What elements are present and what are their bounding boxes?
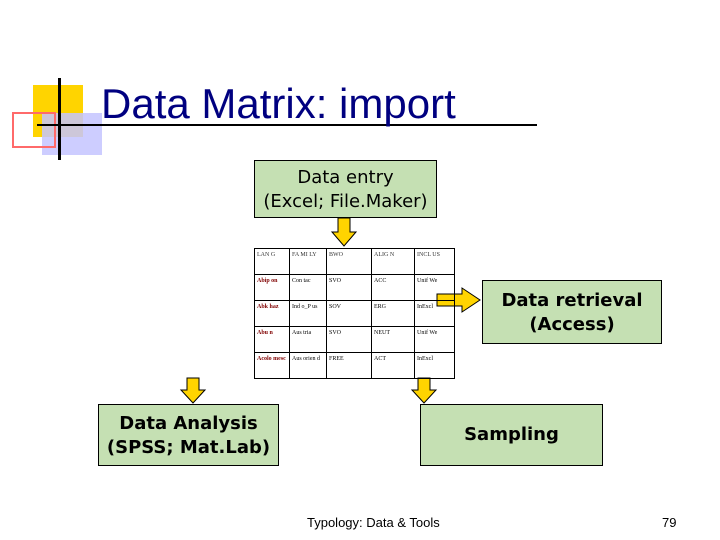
- matrix-row: Abk haz Ind o_P us SOV ERG InExcl: [254, 300, 455, 327]
- matrix-cell: Con tac: [289, 274, 327, 301]
- matrix-cell: NEUT: [371, 326, 415, 353]
- data-matrix-table: LAN G FA MI LY BWO ALIG N INCL US Abip o…: [254, 248, 455, 379]
- logo-red-square: [12, 112, 56, 148]
- data-analysis-tools: (SPSS; Mat.Lab): [106, 437, 271, 458]
- slide-title: Data Matrix: import: [101, 80, 456, 127]
- data-analysis-box: Data Analysis (SPSS; Mat.Lab): [98, 404, 279, 466]
- matrix-cell: Abk haz: [254, 300, 290, 327]
- matrix-cell: Abu n: [254, 326, 290, 353]
- matrix-cell: Ind o_P us: [289, 300, 327, 327]
- matrix-cell: ERG: [371, 300, 415, 327]
- matrix-cell: SOV: [326, 300, 372, 327]
- data-entry-tools: (Excel; File.Maker): [263, 191, 428, 212]
- matrix-cell: InExcl: [414, 300, 455, 327]
- slide-footer: Typology: Data & Tools: [307, 515, 440, 530]
- matrix-cell: Aus tria: [289, 326, 327, 353]
- logo-blue-square: [42, 113, 102, 155]
- matrix-cell: FREE: [326, 352, 372, 379]
- arrow-matrix-to-sampling: [410, 377, 438, 404]
- matrix-row: Abu n Aus tria SVO NEUT Unif We: [254, 326, 455, 353]
- matrix-cell: Aus orien d: [289, 352, 327, 379]
- matrix-row: Acolo mesc Aus orien d FREE ACT InExcl: [254, 352, 455, 379]
- matrix-header-cell: ALIG N: [371, 248, 415, 275]
- matrix-cell: Acolo mesc: [254, 352, 290, 379]
- matrix-cell: ACT: [371, 352, 415, 379]
- sampling-box: Sampling: [420, 404, 603, 466]
- data-entry-label: Data entry: [297, 167, 394, 188]
- arrow-entry-to-matrix: [330, 217, 358, 247]
- logo-vertical-line: [58, 78, 61, 160]
- matrix-cell: SVO: [326, 326, 372, 353]
- matrix-row: Abip on Con tac SVO ACC Unif We: [254, 274, 455, 301]
- title-underline: [37, 124, 537, 126]
- matrix-header-row: LAN G FA MI LY BWO ALIG N INCL US: [254, 248, 455, 275]
- data-analysis-label: Data Analysis: [119, 413, 258, 434]
- matrix-cell: ACC: [371, 274, 415, 301]
- matrix-cell: Unif We: [414, 274, 455, 301]
- matrix-cell: Unif We: [414, 326, 455, 353]
- matrix-header-cell: BWO: [326, 248, 372, 275]
- matrix-cell: Abip on: [254, 274, 290, 301]
- data-entry-box: Data entry (Excel; File.Maker): [254, 160, 437, 218]
- data-retrieval-box: Data retrieval (Access): [482, 280, 662, 344]
- data-retrieval-label: Data retrieval: [501, 290, 643, 311]
- sampling-label: Sampling: [464, 424, 559, 445]
- matrix-header-cell: FA MI LY: [289, 248, 327, 275]
- matrix-header-cell: INCL US: [414, 248, 455, 275]
- matrix-header-cell: LAN G: [254, 248, 290, 275]
- data-retrieval-tools: (Access): [529, 314, 615, 335]
- matrix-cell: SVO: [326, 274, 372, 301]
- page-number: 79: [662, 515, 677, 530]
- matrix-cell: InExcl: [414, 352, 455, 379]
- arrow-matrix-to-analysis: [179, 377, 207, 404]
